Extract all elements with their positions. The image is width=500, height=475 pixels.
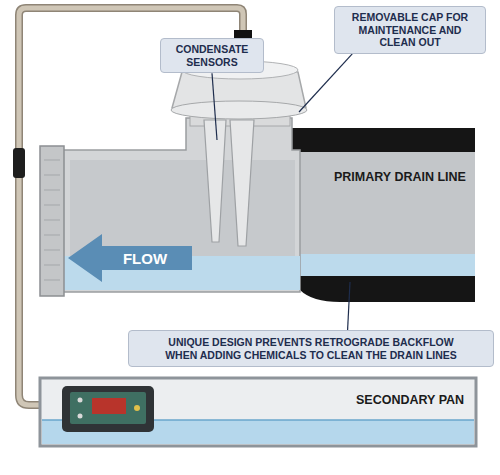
pipe-wall-bottom bbox=[300, 276, 475, 302]
secondary-pan bbox=[40, 378, 476, 446]
switch-label bbox=[92, 398, 126, 414]
flow-label: FLOW bbox=[123, 250, 167, 267]
fitting-end bbox=[40, 146, 64, 296]
callout-box: REMOVABLE CAP FOR MAINTENANCE AND CLEAN … bbox=[334, 6, 486, 54]
callout-text: CONDENSATE SENSORS bbox=[167, 43, 257, 68]
callout-text: REMOVABLE CAP FOR MAINTENANCE AND CLEAN … bbox=[350, 11, 470, 49]
callout-box: CONDENSATE SENSORS bbox=[160, 38, 264, 73]
switch-dot bbox=[78, 398, 83, 403]
pipe-label: PRIMARY DRAIN LINE bbox=[334, 170, 466, 184]
flow-arrow bbox=[68, 234, 192, 282]
cap-rim bbox=[171, 101, 307, 119]
callout-box: UNIQUE DESIGN PREVENTS RETROGRADE BACKFL… bbox=[128, 330, 494, 367]
pipe-wall-top bbox=[262, 128, 475, 152]
switch-dot bbox=[78, 414, 83, 419]
pan-label: SECONDARY PAN bbox=[356, 393, 464, 407]
thread-lines bbox=[44, 160, 60, 280]
leader-line bbox=[212, 73, 217, 140]
switch-dot bbox=[134, 405, 140, 411]
fitting-body bbox=[62, 118, 300, 292]
condensate-sensor bbox=[230, 120, 254, 246]
pipe-water bbox=[285, 254, 475, 276]
switch-panel bbox=[70, 392, 146, 424]
callout-text: UNIQUE DESIGN PREVENTS RETROGRADE BACKFL… bbox=[151, 336, 471, 361]
inline-connector bbox=[13, 148, 25, 178]
pipe-interior bbox=[285, 150, 475, 278]
condensate-sensor bbox=[204, 120, 226, 242]
leader-lines bbox=[212, 54, 352, 330]
leader-line bbox=[348, 282, 350, 330]
switch-housing bbox=[62, 386, 154, 432]
leader-line bbox=[299, 54, 352, 112]
